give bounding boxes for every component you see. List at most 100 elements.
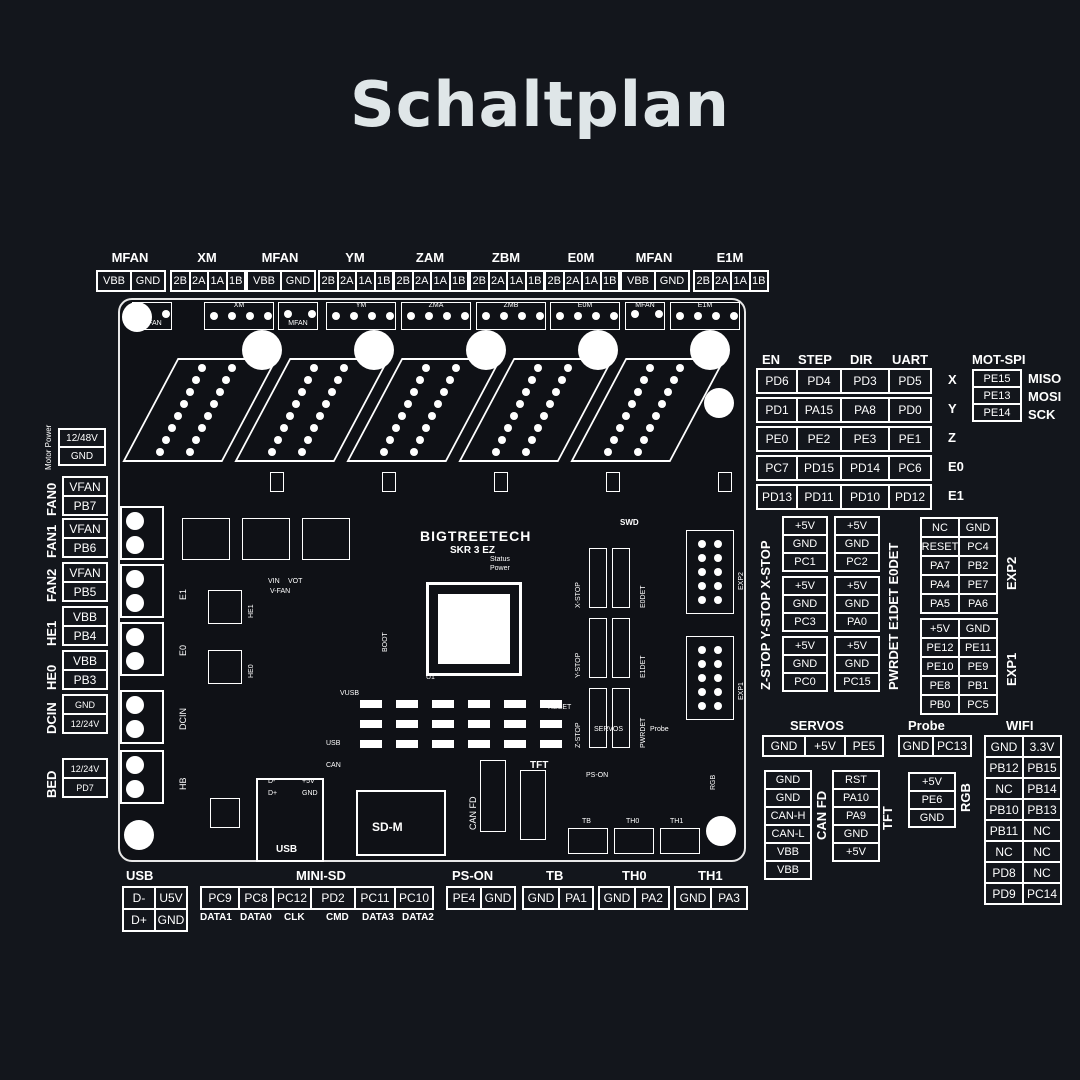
- pin-cell: GND: [763, 736, 805, 756]
- pin-cell: GND: [281, 271, 315, 291]
- pin-cell: PC12: [273, 887, 311, 909]
- pin-cell: PE0: [757, 427, 797, 451]
- pin-cell: VFAN: [63, 563, 107, 582]
- terminal-block: [120, 690, 164, 744]
- board-top-connector-label: E0M: [577, 302, 593, 309]
- pin-cell: PE5: [845, 736, 883, 756]
- pin-cell: PB10: [985, 799, 1023, 820]
- exp1-pin: [714, 646, 722, 654]
- pin-dot: [712, 312, 720, 320]
- pin-cell: PC2: [835, 553, 879, 571]
- mount-hole: [124, 820, 154, 850]
- exp2-header: [686, 530, 734, 614]
- pin-cell: VFAN: [63, 519, 107, 538]
- driver-pin: [304, 376, 312, 384]
- pin-cell: PA6: [959, 594, 997, 613]
- mot-spi-signal: MOSI: [1028, 389, 1062, 404]
- driver-pin: [522, 388, 530, 396]
- board-top-connector-label: E1M: [697, 302, 713, 309]
- brand-logo: BIGTREETECH: [420, 528, 532, 544]
- pin-dot: [518, 312, 526, 320]
- pin-cell: 1B: [600, 271, 619, 291]
- driver-pin: [498, 436, 506, 444]
- driver-pin: [664, 388, 672, 396]
- pin-cell: 1B: [449, 271, 468, 291]
- pin-dot: [694, 312, 702, 320]
- pin-cell: PB14: [1023, 778, 1061, 799]
- smd-part: [540, 700, 562, 708]
- pin-cell: GND: [783, 655, 827, 673]
- pin-cell: PD2: [311, 887, 355, 909]
- driver-pin: [522, 448, 530, 456]
- tb-silk: TB: [582, 818, 591, 825]
- board-top-connector: [550, 302, 620, 330]
- left-connector-label: BED: [44, 770, 59, 798]
- driver-axis: Y: [948, 401, 957, 416]
- e1-silk: E1: [178, 588, 188, 600]
- smd-part: [396, 700, 418, 708]
- smd-part: [432, 700, 454, 708]
- pin-cell: PD1: [757, 398, 797, 422]
- driver-pin: [222, 376, 230, 384]
- mcu-chip: [426, 582, 522, 676]
- driver-pin: [546, 400, 554, 408]
- pson-label: PS-ON: [452, 868, 494, 883]
- servos-silk: SERVOS: [594, 726, 624, 733]
- pin-cell: GND: [59, 447, 105, 465]
- driver-pin: [192, 376, 200, 384]
- pin-dot: [482, 312, 490, 320]
- driver-pin: [198, 364, 206, 372]
- pin-cell: 2A: [488, 271, 507, 291]
- model-label: SKR 3 EZ: [450, 545, 496, 556]
- stop-silk: X-STOP: [575, 582, 582, 608]
- pin-cell: VBB: [63, 607, 107, 626]
- driver-pin: [298, 388, 306, 396]
- tb-header: [568, 828, 608, 854]
- pin-cell: PA3: [711, 887, 747, 909]
- driver-pin: [534, 364, 542, 372]
- pin-cell: PE12: [921, 638, 959, 657]
- sd-slot: [356, 790, 446, 856]
- det-silk: E0DET: [640, 585, 647, 608]
- pin-dot: [461, 312, 469, 320]
- vfan-silk: V-FAN: [270, 588, 291, 595]
- driver-pin: [528, 436, 536, 444]
- smd-part: [396, 720, 418, 728]
- pin-cell: 1A: [356, 271, 375, 291]
- driver-pin: [216, 388, 224, 396]
- minisd-label: MINI-SD: [296, 868, 346, 883]
- pin-cell: GND: [833, 825, 879, 843]
- top-header-label: MFAN: [635, 250, 673, 265]
- driver-pin: [622, 412, 630, 420]
- exp2-pin: [698, 596, 706, 604]
- pin-cell: D+: [123, 909, 155, 931]
- top-header-label: E1M: [716, 250, 744, 265]
- th1-silk: TH1: [670, 818, 684, 825]
- driver-pin: [646, 364, 654, 372]
- driver-chip: [494, 472, 508, 492]
- driver-pin: [640, 436, 648, 444]
- driver-pin: [310, 424, 318, 432]
- pin-cell: NC: [985, 841, 1023, 862]
- swd-label: SWD: [620, 518, 639, 527]
- motor-power-label: Motor Power: [44, 424, 53, 470]
- pin-cell: PC9: [201, 887, 239, 909]
- pin-dot: [592, 312, 600, 320]
- driver-pin: [386, 436, 394, 444]
- pin-cell: PA0: [835, 613, 879, 631]
- mount-hole: [704, 388, 734, 418]
- pin-dot: [500, 312, 508, 320]
- exp1-pin: [698, 646, 706, 654]
- exp2-pin: [714, 554, 722, 562]
- pin-cell: PA4: [921, 575, 959, 594]
